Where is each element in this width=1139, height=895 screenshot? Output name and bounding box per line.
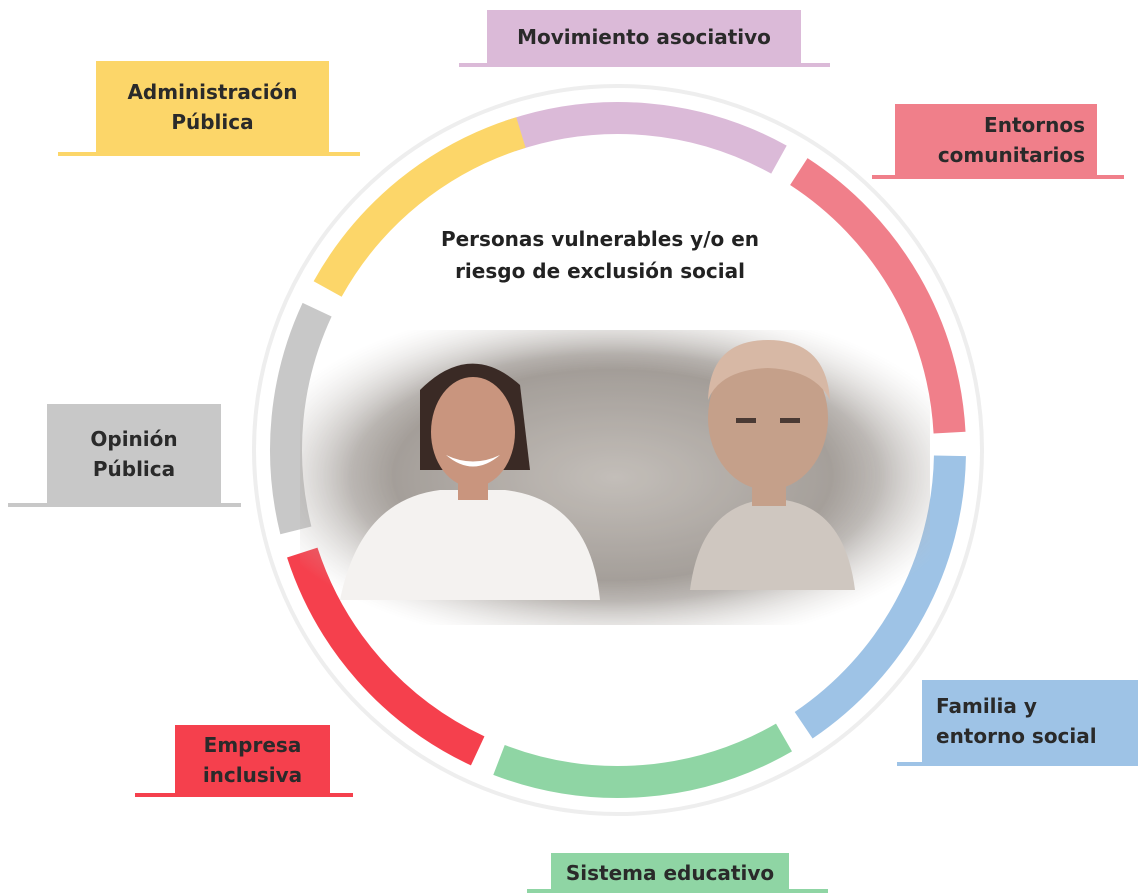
ring-segment-administracion <box>313 117 526 297</box>
label-familia-entorno-social: Familia y entorno social <box>922 680 1138 762</box>
label-movimiento-asociativo: Movimiento asociativo <box>487 10 801 64</box>
underline-familia-entorno-social <box>897 762 1138 766</box>
ring-segment-entornos <box>790 158 966 434</box>
portrait-photo <box>300 330 930 625</box>
label-opinion-publica: Opinión Pública <box>47 404 221 504</box>
man-portrait <box>690 340 855 590</box>
underline-administracion-publica <box>58 152 360 156</box>
label-sistema-educativo: Sistema educativo <box>551 853 789 893</box>
underline-sistema-educativo <box>527 889 828 893</box>
underline-movimiento-asociativo <box>459 63 830 67</box>
ring-segment-movimiento <box>504 102 787 174</box>
outer-ring <box>252 84 984 816</box>
label-entornos-comunitarios: Entornos comunitarios <box>895 104 1097 176</box>
underline-entornos-comunitarios <box>872 175 1124 179</box>
label-administracion-publica: Administración Pública <box>96 61 329 153</box>
center-title: Personas vulnerables y/o en riesgo de ex… <box>440 227 760 283</box>
underline-empresa-inclusiva <box>135 793 353 797</box>
underline-opinion-publica <box>8 503 241 507</box>
label-empresa-inclusiva: Empresa inclusiva <box>175 725 330 795</box>
woman-portrait <box>340 363 600 600</box>
ring-segment-sistema <box>493 723 792 798</box>
